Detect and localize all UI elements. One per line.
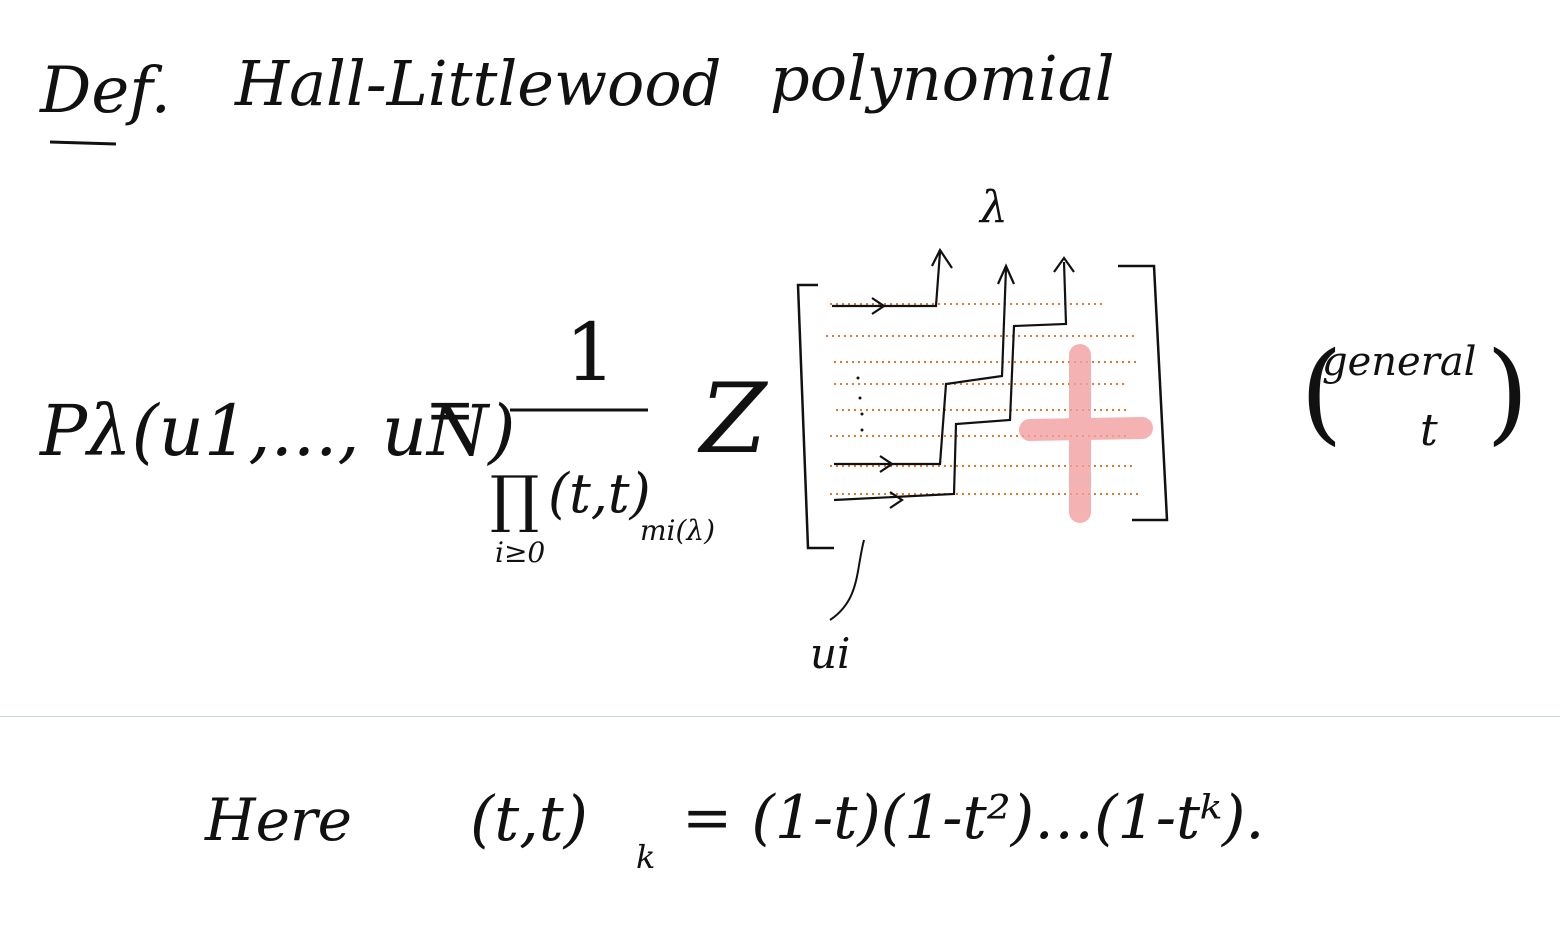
def-rhs: = (1-t)(1-t²)…(1-tᵏ). bbox=[682, 783, 1264, 853]
section-divider bbox=[0, 716, 1560, 717]
formula-equals: = bbox=[425, 375, 475, 445]
denominator-sub: mi(λ) bbox=[640, 514, 715, 547]
def-lhs: (t,t) bbox=[470, 782, 588, 855]
note-paren-left: ( bbox=[1300, 328, 1343, 456]
highlight-cross bbox=[1019, 344, 1153, 523]
ui-label: ui bbox=[810, 629, 850, 678]
vertical-ellipsis bbox=[856, 376, 864, 432]
right-bracket bbox=[1118, 264, 1169, 522]
def-lhs-sub: k bbox=[636, 838, 655, 876]
dotted-grid-lines bbox=[826, 303, 1140, 495]
prod-index: i≥0 bbox=[495, 536, 545, 569]
def-label: Def. bbox=[39, 54, 171, 128]
denominator-prod: ∏ bbox=[490, 462, 539, 535]
def-underline bbox=[49, 140, 117, 146]
partition-function-symbol: Z bbox=[697, 363, 769, 475]
lattice-paths bbox=[832, 247, 1075, 509]
formula-lhs: Pλ(u1,..., uN) bbox=[38, 390, 516, 472]
note-general: general bbox=[1322, 339, 1476, 385]
left-bracket bbox=[796, 283, 834, 550]
here-label: Here bbox=[204, 786, 352, 854]
fraction-numerator: 1 bbox=[565, 306, 616, 399]
pointer-line bbox=[829, 539, 865, 621]
note-t: t bbox=[1420, 405, 1438, 456]
title-word: polynomial bbox=[770, 42, 1115, 115]
note-paren-right: ) bbox=[1486, 328, 1529, 456]
lattice-diagram: λ ui bbox=[796, 182, 1169, 678]
denominator-body: (t,t) bbox=[548, 462, 651, 525]
lambda-label: λ bbox=[978, 182, 1008, 233]
title-name: Hall-Littlewood bbox=[234, 47, 721, 120]
